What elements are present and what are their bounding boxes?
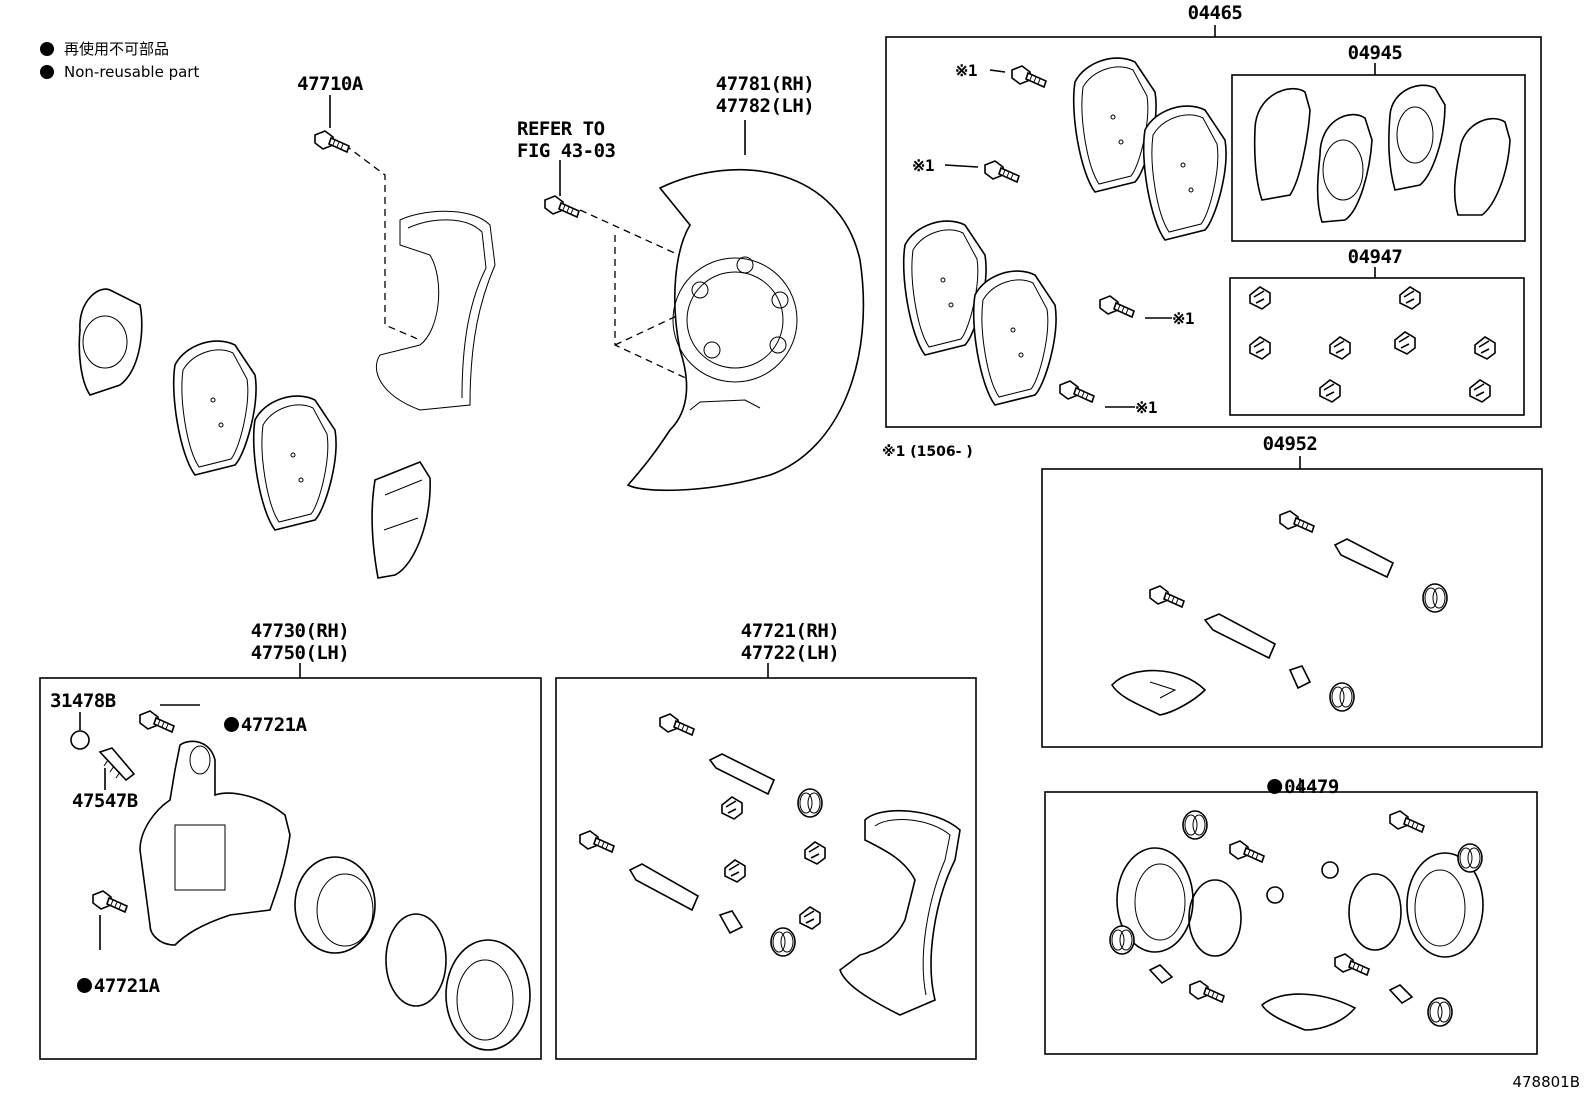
mark-1-label: ※1 bbox=[1172, 309, 1195, 328]
label-04479-text: 04479 bbox=[1284, 776, 1339, 798]
mark-1-label: ※1 bbox=[955, 61, 978, 80]
legend-item-en: Non-reusable part bbox=[40, 63, 199, 81]
box-4772x bbox=[555, 677, 977, 1060]
filled-circle-icon bbox=[76, 978, 92, 993]
label-refer-to-fig: REFER TO FIG 43-03 bbox=[517, 118, 616, 162]
mark-1-label: ※1 bbox=[1135, 398, 1158, 417]
mark-1-label: ※1 bbox=[912, 156, 935, 175]
label-4773x: 47730(RH) 47750(LH) bbox=[250, 620, 350, 664]
label-47721A-text: 47721A bbox=[93, 975, 160, 997]
filled-circle-icon bbox=[223, 717, 239, 732]
label-31478B: 31478B bbox=[50, 690, 116, 712]
label-04465: 04465 bbox=[1187, 2, 1243, 24]
label-47721A-bottom: 47721A bbox=[55, 953, 160, 997]
label-04945: 04945 bbox=[1347, 42, 1403, 64]
label-04952: 04952 bbox=[1262, 433, 1318, 455]
legend-text: Non-reusable part bbox=[64, 63, 200, 81]
label-04479: 04479 bbox=[1245, 754, 1339, 798]
label-47721A-top: 47721A bbox=[202, 692, 307, 736]
label-47710A: 47710A bbox=[297, 73, 363, 95]
label-47547B: 47547B bbox=[72, 790, 138, 812]
filled-circle-icon bbox=[40, 42, 54, 56]
box-4773x bbox=[39, 677, 542, 1060]
box-04945 bbox=[1231, 74, 1526, 242]
box-04465 bbox=[885, 36, 1542, 428]
figure-code: 478801B bbox=[1512, 1073, 1580, 1091]
box-04947 bbox=[1229, 277, 1525, 416]
legend-item-jp: 再使用不可部品 bbox=[40, 38, 169, 59]
label-4778x: 47781(RH) 47782(LH) bbox=[715, 73, 815, 117]
label-04947: 04947 bbox=[1347, 246, 1403, 268]
label-47721A-text: 47721A bbox=[240, 714, 307, 736]
label-4772x: 47721(RH) 47722(LH) bbox=[740, 620, 840, 664]
mark-1-note: ※1 (1506- ) bbox=[882, 444, 973, 460]
filled-circle-icon bbox=[1267, 779, 1283, 794]
legend-text: 再使用不可部品 bbox=[64, 40, 170, 58]
filled-circle-icon bbox=[40, 65, 54, 79]
box-04479 bbox=[1044, 791, 1538, 1055]
box-04952 bbox=[1041, 468, 1543, 748]
